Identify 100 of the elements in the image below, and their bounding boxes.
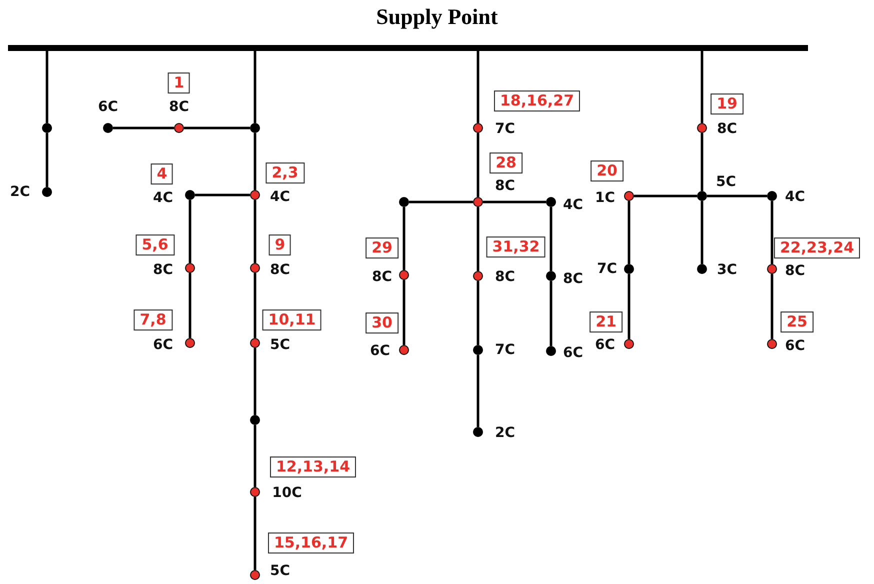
feeder-line: [113, 126, 174, 130]
feeder-line: [634, 194, 697, 198]
feeder-line: [476, 133, 480, 197]
load-label: 8C: [495, 178, 515, 194]
section-number: 12,13,14: [270, 456, 356, 478]
node-dot: [473, 123, 483, 133]
diagram-title: Supply Point: [375, 4, 499, 30]
feeder-line: [195, 194, 250, 196]
feeder-line: [254, 200, 256, 263]
feeder-line: [254, 497, 256, 570]
load-label: 6C: [370, 343, 390, 359]
node-dot: [250, 123, 260, 133]
node-dot: [473, 427, 483, 437]
node-dot: [767, 264, 777, 274]
node-dot: [697, 123, 707, 133]
load-label: 6C: [785, 338, 805, 354]
load-label: 1C: [595, 190, 615, 206]
load-label: 8C: [169, 99, 189, 115]
section-number: 21: [590, 312, 622, 332]
load-label: 4C: [563, 197, 583, 213]
load-label: 2C: [10, 184, 30, 200]
node-dot: [473, 197, 483, 207]
feeder-line: [254, 51, 256, 123]
feeder-line: [46, 51, 48, 123]
load-label: 7C: [597, 261, 617, 277]
feeder-line: [188, 273, 192, 338]
load-label: 8C: [153, 262, 173, 278]
load-label: 5C: [270, 563, 290, 579]
node-dot: [624, 264, 634, 274]
feeder-line: [402, 207, 406, 270]
feeder-line: [476, 355, 480, 427]
load-label: 8C: [270, 262, 290, 278]
feeder-line: [254, 425, 256, 487]
load-label: 5C: [716, 174, 736, 190]
node-dot: [250, 190, 260, 200]
load-label: 8C: [495, 269, 515, 285]
node-dot: [250, 263, 260, 273]
node-dot: [546, 271, 556, 281]
node-dot: [174, 123, 184, 133]
feeder-line: [254, 348, 256, 415]
feeder-line: [254, 273, 256, 338]
node-dot: [185, 190, 195, 200]
feeder-line: [46, 133, 48, 187]
section-number: 15,16,17: [268, 532, 354, 554]
feeder-line: [550, 281, 552, 346]
load-label: 4C: [785, 189, 805, 205]
node-dot: [185, 263, 195, 273]
section-number: 19: [710, 94, 744, 114]
section-number: 31,32: [486, 236, 546, 258]
feeder-line: [409, 200, 473, 204]
feeder-line: [184, 126, 250, 130]
load-label: 8C: [372, 269, 392, 285]
section-number: 10,11: [262, 310, 322, 330]
section-number: 2,3: [266, 162, 304, 184]
node-dot: [624, 191, 634, 201]
load-label: 2C: [495, 425, 515, 441]
busbar: [8, 45, 808, 51]
load-label: 6C: [563, 345, 583, 361]
section-number: 20: [590, 160, 624, 182]
section-number: 29: [366, 238, 398, 258]
section-number: 5,6: [136, 234, 174, 256]
load-label: 10C: [272, 485, 302, 501]
feeder-line: [476, 51, 480, 123]
node-dot: [42, 187, 52, 197]
node-dot: [250, 338, 260, 348]
node-dot: [473, 271, 483, 281]
load-label: 6C: [595, 337, 615, 353]
section-number: 30: [366, 312, 398, 334]
feeder-line: [550, 207, 552, 271]
node-dot: [250, 415, 260, 425]
load-label: 3C: [717, 262, 737, 278]
load-label: 6C: [98, 99, 118, 115]
section-number: 28: [490, 152, 522, 174]
node-dot: [767, 339, 777, 349]
node-dot: [473, 345, 483, 355]
feeder-line: [254, 133, 256, 190]
node-dot: [697, 264, 707, 274]
load-label: 5C: [270, 337, 290, 353]
feeder-line: [707, 194, 767, 198]
load-label: 8C: [785, 263, 805, 279]
node-dot: [546, 197, 556, 207]
load-label: 8C: [563, 271, 583, 287]
node-dot: [250, 570, 260, 580]
section-number: 1: [168, 72, 190, 94]
load-label: 4C: [270, 189, 290, 205]
section-number: 7,8: [134, 310, 172, 330]
feeder-line: [770, 274, 774, 339]
node-dot: [399, 197, 409, 207]
feeder-line: [700, 51, 704, 123]
feeder-line: [476, 207, 480, 271]
node-dot: [624, 339, 634, 349]
load-label: 4C: [153, 190, 173, 206]
load-label: 7C: [495, 342, 515, 358]
feeder-line: [483, 200, 546, 204]
feeder-line: [700, 201, 704, 264]
section-number: 22,23,24: [774, 238, 860, 258]
section-number: 4: [150, 164, 174, 184]
section-number: 9: [268, 234, 292, 256]
node-dot: [697, 191, 707, 201]
feeder-line: [402, 280, 406, 345]
